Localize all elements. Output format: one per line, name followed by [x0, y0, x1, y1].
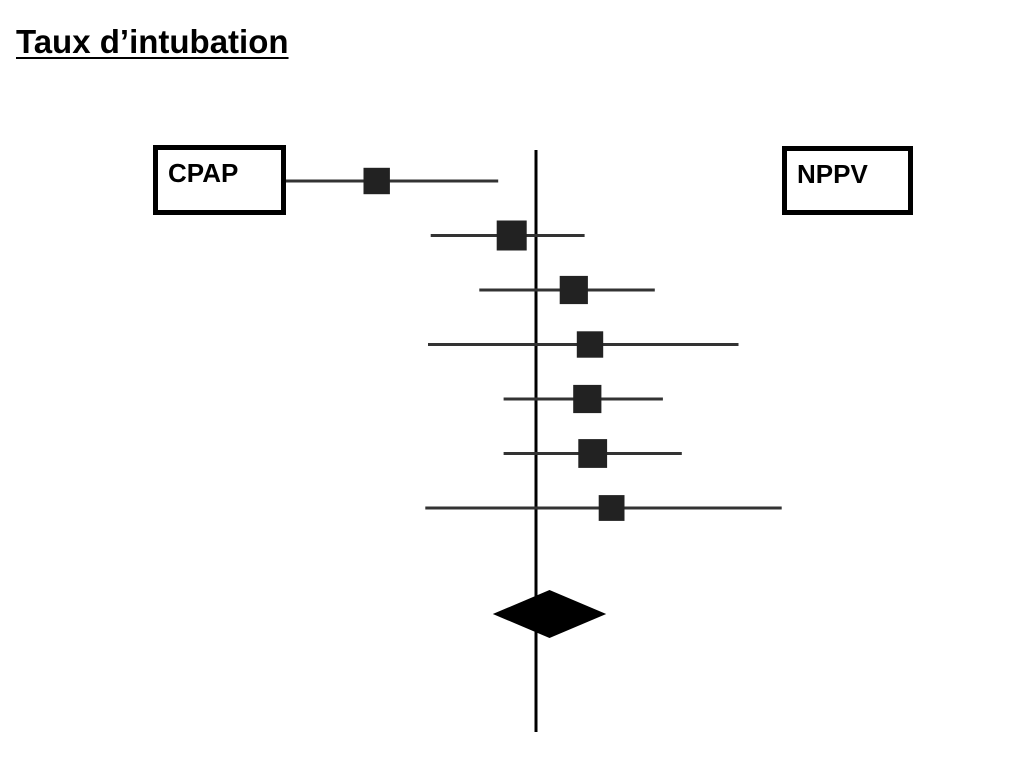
cpap-label: CPAP: [168, 158, 239, 188]
study-6-point-marker: [578, 439, 608, 468]
study-7-point-marker: [598, 495, 625, 521]
cpap-label-box: CPAP: [153, 145, 286, 215]
study-1-point-marker: [363, 167, 390, 195]
pooled-estimate-diamond: [492, 590, 607, 638]
study-2-point-marker: [496, 220, 527, 251]
study-4-point-marker: [576, 331, 604, 358]
study-5-point-marker: [573, 384, 602, 414]
study-3-point-marker: [559, 275, 588, 305]
nppv-label: NPPV: [797, 159, 868, 189]
nppv-label-box: NPPV: [782, 146, 913, 215]
slide-title: Taux d’intubation: [16, 23, 289, 60]
